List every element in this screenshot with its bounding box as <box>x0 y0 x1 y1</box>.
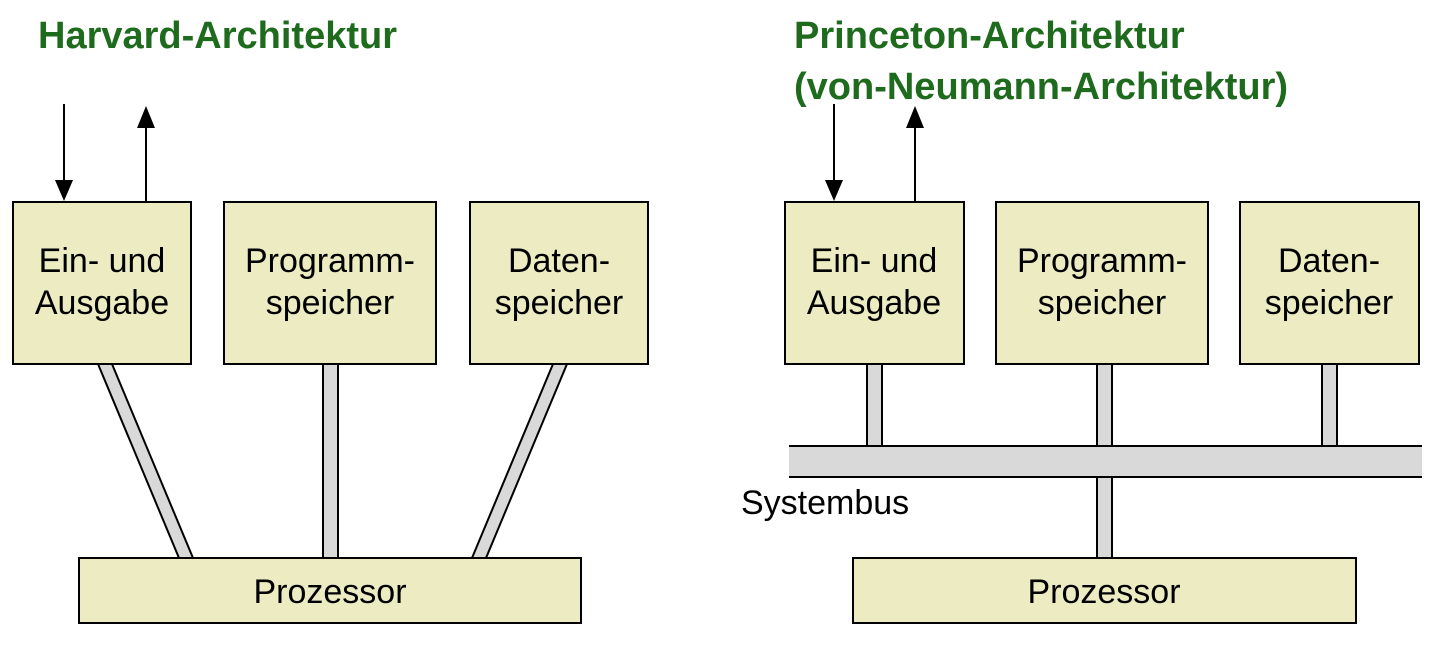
harvard-data-memory-box: Daten- speicher <box>469 201 649 365</box>
princeton-processor-box: Prozessor <box>852 557 1357 624</box>
harvard-data-bus <box>470 363 569 559</box>
harvard-title: Harvard-Architektur <box>38 15 397 57</box>
princeton-program-memory-box: Programm- speicher <box>995 201 1209 365</box>
princeton-title-line2: (von-Neumann-Architektur) <box>794 66 1288 108</box>
harvard-program-memory-box: Programm- speicher <box>223 201 437 365</box>
harvard-io-label-1: Ein- und <box>39 242 166 280</box>
princeton-data-memory-label-1: Daten- <box>1278 242 1380 280</box>
princeton-io-label-1: Ein- und <box>811 242 938 280</box>
harvard-processor-box: Prozessor <box>78 557 582 624</box>
princeton-io-input-arrow <box>825 104 843 201</box>
princeton-data-memory-box: Daten- speicher <box>1239 201 1420 365</box>
princeton-io-box: Ein- und Ausgabe <box>784 201 965 365</box>
harvard-io-bus <box>96 363 195 559</box>
harvard-io-input-arrow <box>55 104 73 201</box>
princeton-system-bus-label: Systembus <box>741 484 909 522</box>
princeton-io-output-arrow <box>906 106 924 201</box>
harvard-program-memory-label-2: speicher <box>266 284 395 322</box>
princeton-program-stub <box>1096 363 1113 447</box>
princeton-title-line1: Princeton-Architektur <box>794 15 1185 57</box>
princeton-processor-stub <box>1096 476 1113 559</box>
princeton-program-memory-label-1: Programm- <box>1017 242 1187 280</box>
harvard-data-memory-label-1: Daten- <box>508 242 610 280</box>
princeton-io-stub <box>866 363 883 447</box>
harvard-processor-label: Prozessor <box>253 573 406 611</box>
princeton-io-label-2: Ausgabe <box>807 284 941 322</box>
harvard-io-box: Ein- und Ausgabe <box>12 201 192 365</box>
princeton-processor-label: Prozessor <box>1027 573 1180 611</box>
harvard-program-memory-label-1: Programm- <box>245 242 415 280</box>
harvard-data-memory-label-2: speicher <box>495 284 624 322</box>
harvard-io-output-arrow <box>137 106 155 201</box>
princeton-data-stub <box>1321 363 1338 447</box>
princeton-program-memory-label-2: speicher <box>1038 284 1167 322</box>
harvard-program-bus <box>322 363 339 559</box>
princeton-data-memory-label-2: speicher <box>1265 284 1394 322</box>
princeton-system-bus <box>789 445 1422 478</box>
harvard-io-label-2: Ausgabe <box>35 284 169 322</box>
